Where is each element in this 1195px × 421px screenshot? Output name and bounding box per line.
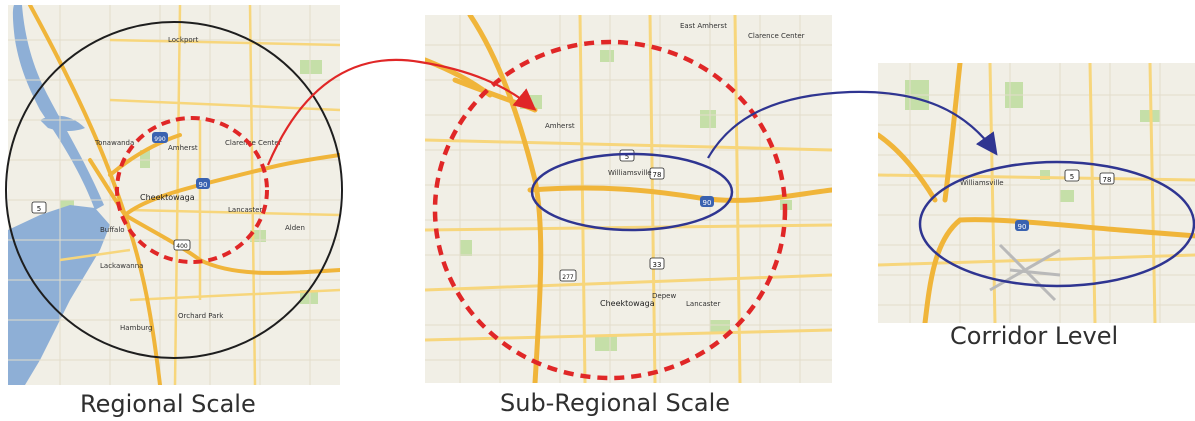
regional-major-roads: [59, 5, 340, 385]
corridor-boundary-ellipse: [918, 160, 1195, 288]
regional-label-hamburg: Hamburg: [120, 324, 152, 332]
svg-text:90: 90: [199, 181, 208, 189]
caption-regional-scale: Regional Scale: [80, 390, 256, 418]
corridor-shield-5: 5: [1064, 169, 1080, 182]
svg-text:78: 78: [1103, 176, 1112, 184]
regional-map: 90 5 990 400 Cheektowaga Lancaster Amher…: [8, 5, 340, 385]
lake-erie: [8, 205, 110, 385]
regional-shield-90: 90: [196, 178, 210, 189]
subregional-map: 90 5 78 277 33 Cheektowaga Lancaster Dep…: [425, 15, 832, 383]
subregional-label-cheektowaga: Cheektowaga: [600, 299, 655, 308]
svg-text:33: 33: [653, 261, 662, 269]
corridor-minor-roads: [878, 63, 1195, 323]
regional-subregion-dashed-circle: [115, 116, 269, 264]
regional-shield-990: 990: [152, 132, 168, 143]
subregional-highways: [425, 15, 832, 383]
subregional-corridor-ellipse: [530, 152, 734, 232]
corridor-shields: 90 5 78: [1015, 169, 1115, 231]
svg-text:5: 5: [37, 205, 41, 213]
subregional-major-roads: [425, 15, 832, 383]
svg-text:5: 5: [1070, 173, 1074, 181]
svg-text:90: 90: [1018, 223, 1027, 231]
subregional-shields: 90 5 78 277 33: [559, 149, 714, 282]
corridor-shield-78: 78: [1099, 172, 1115, 185]
svg-text:990: 990: [154, 136, 166, 143]
subregional-label-east-amherst: East Amherst: [680, 22, 727, 30]
regional-shields: 90 5 990 400: [31, 132, 210, 251]
regional-label-lancaster: Lancaster: [228, 206, 262, 214]
subregional-minor-roads: [425, 15, 832, 383]
subregional-shield-78: 78: [649, 167, 665, 180]
caption-subregional-scale: Sub-Regional Scale: [500, 389, 731, 417]
regional-shield-400: 400: [173, 239, 191, 251]
regional-boundary-circle: [5, 21, 343, 359]
regional-minor-roads: [8, 5, 340, 385]
regional-label-tonawanda: Tonawanda: [94, 139, 134, 147]
svg-text:90: 90: [703, 199, 712, 207]
red-connector-arrow: [266, 58, 537, 166]
svg-text:5: 5: [625, 153, 629, 161]
subregional-label-amherst: Amherst: [545, 122, 575, 130]
subregional-shield-90: 90: [700, 196, 714, 207]
subregional-shield-5: 5: [619, 149, 635, 162]
subregional-town-labels: Cheektowaga Lancaster Depew Clarence Cen…: [545, 22, 805, 308]
corridor-label-williamsville: Williamsville: [960, 179, 1004, 187]
subregional-label-depew: Depew: [652, 292, 676, 300]
subregional-label-clarence: Clarence Center: [748, 32, 805, 40]
regional-label-orchard-park: Orchard Park: [178, 312, 224, 320]
svg-text:78: 78: [653, 171, 662, 179]
corridor-town-labels: Williamsville: [960, 179, 1004, 187]
corridor-map: 90 5 78 Williamsville: [878, 63, 1195, 323]
regional-shield-5: 5: [31, 201, 47, 214]
caption-corridor-level: Corridor Level: [950, 322, 1119, 350]
regional-label-lackawanna: Lackawanna: [100, 262, 143, 270]
corridor-major-roads: [878, 63, 1195, 323]
subregional-label-lancaster: Lancaster: [686, 300, 720, 308]
grand-island-channel: [40, 115, 85, 131]
niagara-river: [12, 5, 105, 210]
regional-label-cheektowaga: Cheektowaga: [140, 193, 195, 202]
corridor-airport: [989, 243, 1061, 302]
regional-label-alden: Alden: [285, 224, 305, 232]
blue-connector-arrow: [707, 90, 998, 159]
regional-label-clarence: Clarence Center: [225, 139, 282, 147]
subregional-shield-33: 33: [649, 257, 665, 270]
subregional-shield-277: 277: [559, 269, 577, 282]
regional-label-amherst: Amherst: [168, 144, 198, 152]
corridor-shield-90: 90: [1015, 220, 1029, 231]
subregional-label-williamsville: Williamsville: [608, 169, 652, 177]
regional-label-buffalo: Buffalo: [100, 226, 125, 234]
regional-town-labels: Cheektowaga Lancaster Amherst Tonawanda …: [94, 36, 305, 332]
regional-label-lockport: Lockport: [168, 36, 199, 44]
svg-text:400: 400: [176, 243, 188, 250]
svg-text:277: 277: [562, 274, 574, 281]
subregional-boundary-dashed-circle: [432, 39, 788, 381]
